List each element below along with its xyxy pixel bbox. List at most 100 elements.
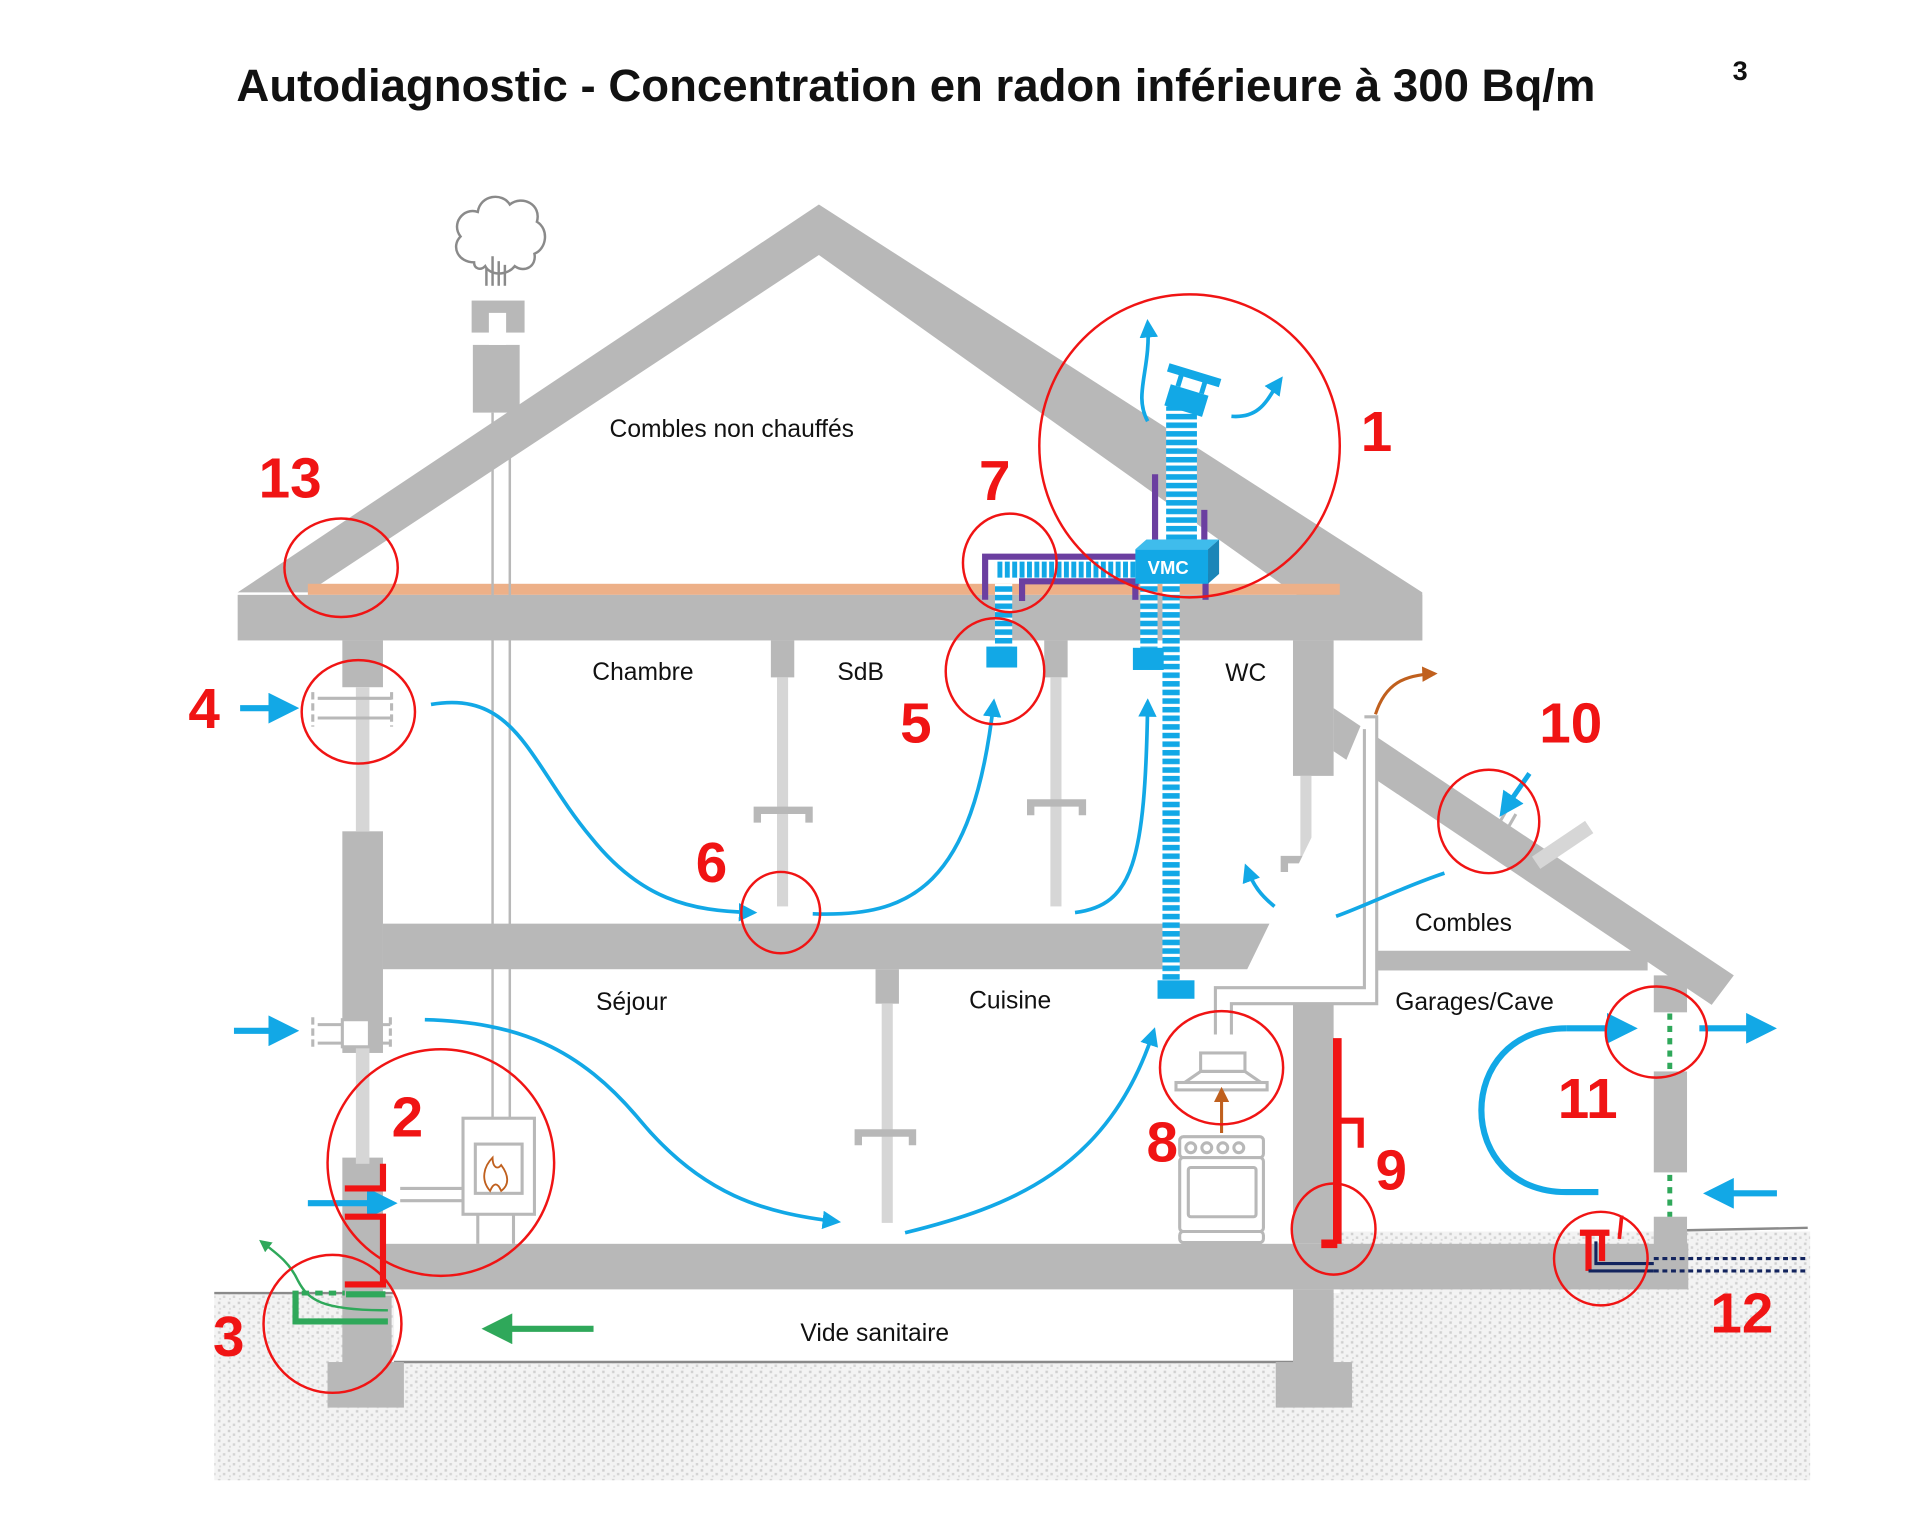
circle-5-extract-grille [944,617,1046,726]
hood-exhaust-duct [1213,715,1379,1035]
window-sejour [311,1017,392,1050]
vmc-box-top [1135,539,1220,550]
crawlspace-exhaust-arrow [259,1239,388,1312]
ground-floor-slab [382,1243,1689,1290]
vmc-box-front [1135,549,1209,584]
right-foundation-wall [1292,1289,1334,1371]
circle-4-window-inlet [300,658,417,765]
chimney-flue [491,412,512,1119]
diagnostic-markers: 1 2 3 4 5 6 7 8 9 10 11 12 13 [188,401,1773,1369]
partition-stub-sejour-cuisine [875,969,899,1004]
chimney-flue-opening [488,312,507,345]
circle-6-door-undercut [740,870,822,955]
label-sejour: Séjour [596,989,667,1016]
kitchen-hood [1174,715,1379,1092]
left-window-mullion-upper [355,687,370,832]
cooker-oven-door [1186,1165,1258,1219]
circle-2-wood-stove [326,1048,556,1278]
partition-wc-combles [1300,775,1312,918]
airflow-combles-to-wc [1242,863,1276,908]
crawlspace-void [394,1284,1298,1363]
flame-icon [483,1155,509,1193]
air-flows [233,319,1777,1235]
smoke-cloud-icon [455,195,547,286]
airflow-vmc-exhaust-left [1139,319,1159,423]
garage-wall-middle [1653,1071,1688,1173]
label-cuisine: Cuisine [969,988,1051,1015]
buried-networks [1588,1241,1807,1273]
garage-wall-top [1653,975,1688,1013]
airflow-vmc-exhaust-right [1231,376,1283,419]
label-sdb: SdB [837,659,884,686]
airflow-inlet-roof-window [1499,772,1532,817]
label-wc: WC [1225,660,1266,687]
vmc-duct-sdb [994,583,1013,648]
attic-floor-slab [237,594,1423,641]
airflow-garage-loop [1478,1025,1599,1196]
left-window-mullion-lower [355,1046,370,1164]
marker-4: 4 [188,678,220,741]
leak-stove-air-lower [344,1213,387,1288]
roof-window-frame [1531,820,1594,869]
partition-stub-chambre-sdb [770,640,795,678]
crawlspace-vent-duct-lower [292,1290,388,1325]
hood-top [1199,1051,1247,1073]
partition-sdb-wc [1050,677,1062,907]
ground-line-right [1687,1226,1808,1232]
window-chambre [311,692,394,727]
hood-exhaust-outlet-arrow [1374,666,1438,715]
label-chambre: Chambre [592,659,693,686]
smoke-outline [455,195,547,275]
hood-lip [1174,1080,1269,1092]
marker-9: 9 [1375,1140,1407,1203]
marker-1: 1 [1361,401,1393,464]
vmc-box-side [1208,539,1220,584]
middle-floor-slab [382,923,1338,970]
circle-12-network-penetration [1552,1210,1649,1307]
pipe-penetration-9 [1321,1038,1342,1249]
left-foundation-wall [342,1295,392,1370]
vmc-label: VMC [1148,557,1189,578]
cooker-icon [1178,1135,1265,1245]
airflow-chambre-to-door [430,700,758,922]
network-pipe-upper [1594,1241,1654,1266]
vmc-duct-cuisine [1162,583,1180,981]
title-text: Autodiagnostic - Concentration en radon … [236,60,1595,111]
hood-flows [1213,666,1438,1133]
vmc-duct-wc [1140,583,1158,648]
marker-2: 2 [392,1087,423,1150]
airflow-to-wc-grille [1074,698,1157,915]
chimney-stack [472,344,520,413]
airflow-sejour-to-door [424,1017,842,1230]
airflow-to-cuisine-grille [904,1027,1159,1235]
left-wall-middle [342,831,383,1053]
partitions [355,677,1594,1223]
vmc-horizontal-duct [994,561,1137,578]
vmc-system: VMC [982,363,1222,999]
crawlspace: Vide sanitaire [394,1284,1298,1364]
extract-grille-wc [1132,647,1164,670]
airflow-to-sdb-grille [812,698,1002,916]
garage-leak-line [1617,1215,1624,1240]
extract-grille-sdb [986,646,1018,668]
partition-chambre-sdb [777,677,789,907]
partition-sejour-cuisine [881,1003,893,1223]
label-garages-cave: Garages/Cave [1395,989,1554,1016]
door-sdb-wc [1026,799,1087,816]
circle-1-vmc-outlet [1038,293,1342,599]
vmc-roof-terminal [1164,363,1222,417]
marker-7: 7 [979,450,1011,513]
marker-3: 3 [213,1306,245,1369]
circle-11-garage-vent [1604,985,1708,1079]
vmc-exhaust-riser [1166,406,1197,540]
right-wall-upper [1292,640,1334,776]
label-combles-non-chauffes: Combles non chauffés [610,416,854,443]
airflow-combles-leak [1335,871,1446,919]
hood-canopy [1179,1069,1266,1085]
right-wall-ground [1292,969,1334,1244]
circle-8-kitchen-hood [1158,1009,1285,1126]
stove-air-duct [400,1186,464,1203]
left-wall-lower [342,1157,383,1296]
attic-insulation [307,583,1340,595]
title-superscript: 3 [1733,55,1748,86]
